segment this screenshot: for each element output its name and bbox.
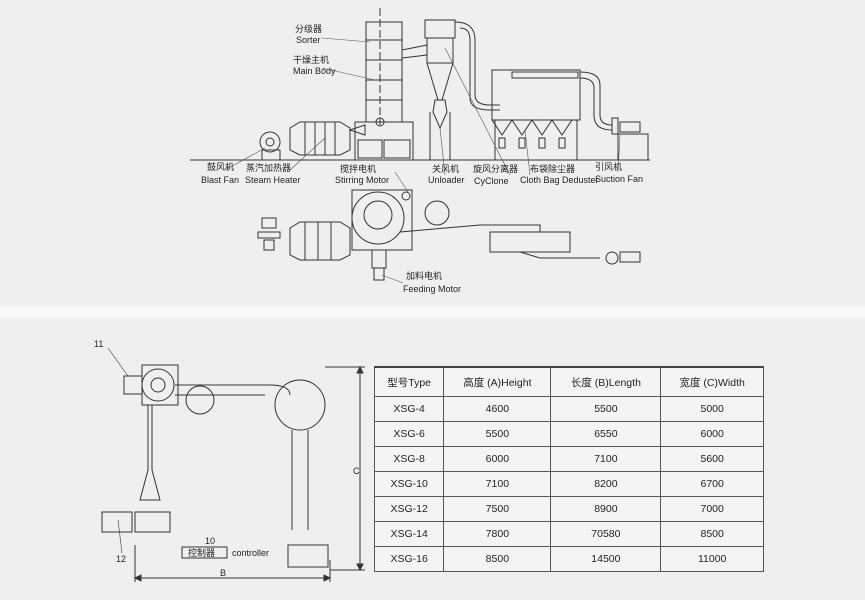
feeding-motor-label-cn: 加料电机 bbox=[406, 270, 442, 281]
panel-divider bbox=[0, 306, 865, 318]
cell-width: 11000 bbox=[660, 546, 764, 572]
header-height: 高度 (A)Height bbox=[443, 366, 552, 397]
feeding-motor-label-en: Feeding Motor bbox=[403, 284, 461, 294]
cell-height: 7100 bbox=[443, 471, 552, 497]
cell-type: XSG-6 bbox=[373, 421, 445, 447]
blast-fan-label-en: Blast Fan bbox=[201, 175, 239, 185]
cyclone-label-cn: 旋风分离器 bbox=[473, 163, 518, 174]
controller-label-en: controller bbox=[232, 548, 269, 558]
cell-length: 14500 bbox=[550, 546, 662, 572]
steam-heater-drawing bbox=[259, 121, 366, 161]
cell-type: XSG-4 bbox=[373, 396, 445, 422]
main-body-label-en: Main Body bbox=[293, 66, 336, 76]
blast-fan-label-cn: 鼓风机 bbox=[207, 161, 234, 172]
cell-type: XSG-14 bbox=[373, 521, 445, 547]
cell-width: 5600 bbox=[660, 446, 764, 472]
unloader-label-en: Unloader bbox=[428, 175, 465, 185]
cell-height: 8500 bbox=[443, 546, 552, 572]
cell-length: 7100 bbox=[550, 446, 662, 472]
plan-view-drawing bbox=[101, 347, 365, 582]
dimension-b-label: B bbox=[220, 568, 226, 578]
cell-type: XSG-8 bbox=[373, 446, 445, 472]
cell-length: 6550 bbox=[550, 421, 662, 447]
deduster-label-en: Cloth Bag Deduster bbox=[520, 175, 599, 185]
cell-length: 8900 bbox=[550, 496, 662, 522]
lower-flow-drawing bbox=[257, 189, 641, 281]
header-type: 型号Type bbox=[373, 366, 445, 397]
callout-11: 11 bbox=[94, 339, 103, 349]
deduster-drawing bbox=[491, 69, 581, 160]
cell-type: XSG-12 bbox=[373, 496, 445, 522]
cell-width: 5000 bbox=[660, 396, 764, 422]
cell-width: 7000 bbox=[660, 496, 764, 522]
steam-heater-label-cn: 蒸汽加热器 bbox=[246, 162, 291, 173]
cell-type: XSG-10 bbox=[373, 471, 445, 497]
callout-12: 12 bbox=[116, 554, 126, 564]
cyclone-drawing bbox=[401, 19, 500, 160]
controller-label-cn: 控制器 bbox=[188, 547, 215, 558]
suction-fan-label-cn: 引风机 bbox=[595, 161, 622, 172]
cell-height: 6000 bbox=[443, 446, 552, 472]
main-body-label-cn: 干燥主机 bbox=[293, 54, 329, 65]
cell-height: 7500 bbox=[443, 496, 552, 522]
cell-width: 6000 bbox=[660, 421, 764, 447]
cell-height: 7800 bbox=[443, 521, 552, 547]
callout-10: 10 bbox=[205, 536, 215, 546]
sorter-label-cn: 分级器 bbox=[295, 23, 322, 34]
cell-length: 5500 bbox=[550, 396, 662, 422]
header-length: 长度 (B)Length bbox=[550, 366, 662, 397]
unloader-label-cn: 关风机 bbox=[432, 163, 459, 174]
process-flow-panel bbox=[0, 0, 865, 306]
cell-height: 5500 bbox=[443, 421, 552, 447]
cell-height: 4600 bbox=[443, 396, 552, 422]
cell-length: 70580 bbox=[550, 521, 662, 547]
suction-fan-label-en: Suction Fan bbox=[595, 174, 643, 184]
table-header-row: 型号Type 高度 (A)Height 长度 (B)Length 宽度 (C)W… bbox=[373, 366, 764, 397]
sorter-label-en: Sorter bbox=[296, 35, 321, 45]
spec-table: 型号Type 高度 (A)Height 长度 (B)Length 宽度 (C)W… bbox=[373, 366, 764, 572]
cyclone-label-en: CyClone bbox=[474, 176, 509, 186]
cell-type: XSG-16 bbox=[373, 546, 445, 572]
leader-lines bbox=[224, 37, 621, 284]
header-width: 宽度 (C)Width bbox=[660, 366, 764, 397]
stirring-motor-label-en: Stirring Motor bbox=[335, 175, 389, 185]
cell-length: 8200 bbox=[550, 471, 662, 497]
cell-width: 6700 bbox=[660, 471, 764, 497]
cell-width: 8500 bbox=[660, 521, 764, 547]
suction-fan-drawing bbox=[579, 71, 649, 161]
deduster-label-cn: 布袋除尘器 bbox=[530, 163, 575, 174]
dimension-c-label: C bbox=[353, 466, 360, 476]
steam-heater-label-en: Steam Heater bbox=[245, 175, 301, 185]
main-body-drawing bbox=[354, 8, 414, 161]
stirring-motor-label-cn: 搅拌电机 bbox=[340, 163, 376, 174]
